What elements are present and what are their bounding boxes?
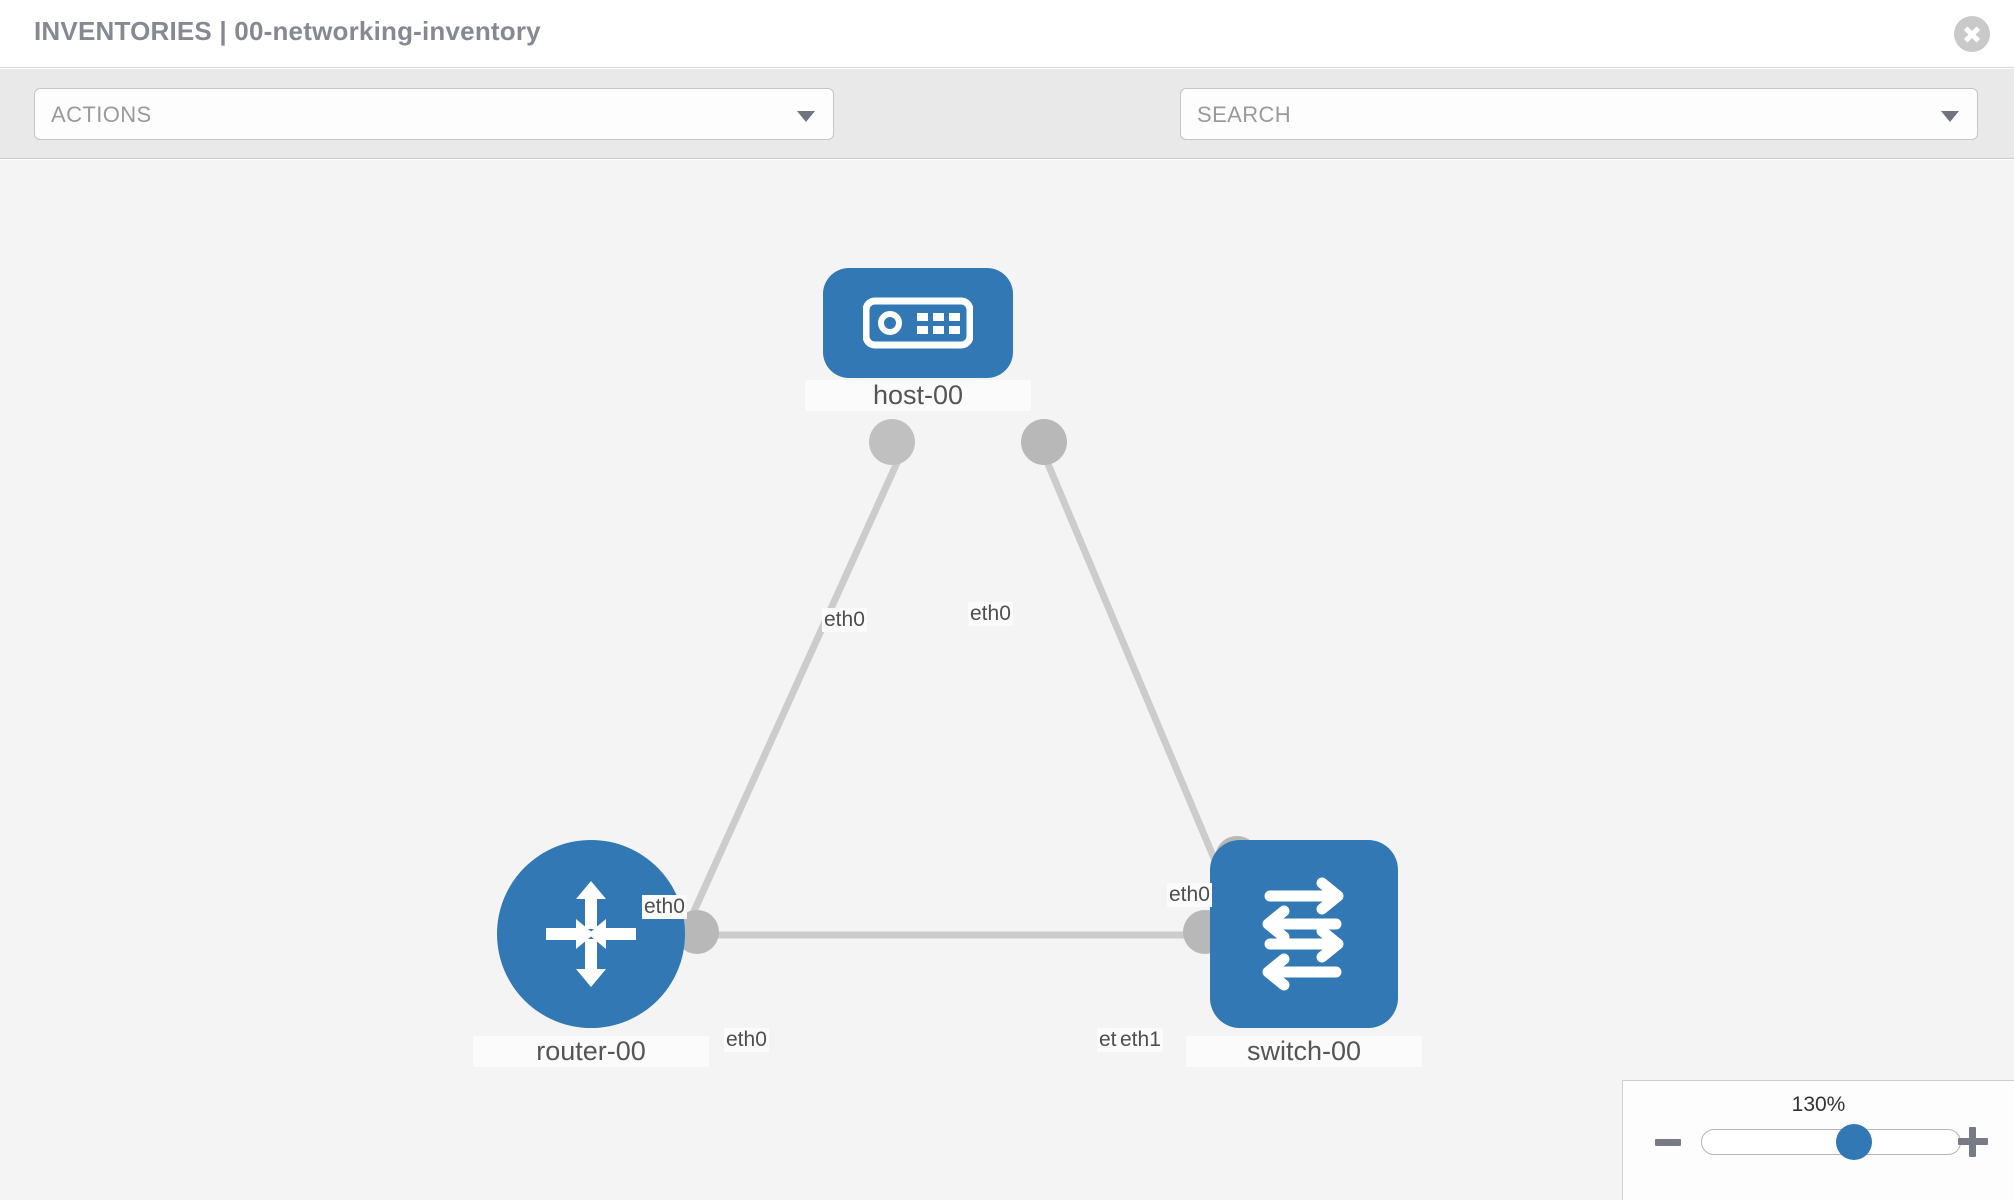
zoom-out-button[interactable]: [1655, 1139, 1681, 1146]
edge-label-switch-router-eth1: eth1: [1118, 1028, 1163, 1052]
search-input[interactable]: SEARCH: [1180, 88, 1978, 140]
actions-dropdown[interactable]: ACTIONS: [34, 88, 834, 140]
close-icon[interactable]: [1954, 16, 1990, 52]
edge-label-router-switch: eth0: [724, 1028, 769, 1052]
edge-label-host-router-src: eth0: [822, 608, 867, 632]
host-node-shape[interactable]: [823, 268, 1013, 378]
server-icon: [863, 297, 973, 349]
zoom-control-panel: 130%: [1622, 1080, 2014, 1200]
zoom-slider-track[interactable]: [1701, 1124, 1961, 1160]
node-host-00[interactable]: host-00: [805, 268, 1031, 411]
router-arrows-icon: [546, 881, 636, 987]
edge-label-switch-host: eth0: [1167, 883, 1212, 907]
edge-label-host-switch-src: eth0: [968, 602, 1013, 626]
switch-node-shape[interactable]: [1210, 840, 1398, 1028]
toolbar: ACTIONS SEARCH: [0, 69, 2014, 199]
page-title: INVENTORIES | 00-networking-inventory: [34, 16, 541, 46]
topology-canvas[interactable]: host-00: [0, 160, 2014, 1200]
search-placeholder: SEARCH: [1197, 102, 1292, 127]
page-header: INVENTORIES | 00-networking-inventory: [0, 0, 2014, 68]
node-router-00[interactable]: router-00: [473, 840, 709, 1067]
actions-dropdown-label: ACTIONS: [51, 102, 152, 127]
node-switch-00[interactable]: switch-00: [1186, 840, 1422, 1067]
zoom-in-button[interactable]: [1958, 1127, 1988, 1157]
node-label-host-00: host-00: [805, 380, 1031, 411]
edge-label-router-host: eth0: [642, 895, 687, 919]
topology-edges: [675, 419, 1259, 954]
node-label-switch-00: switch-00: [1186, 1036, 1422, 1067]
zoom-slider-handle[interactable]: [1836, 1124, 1872, 1160]
router-node-shape[interactable]: [497, 840, 685, 1028]
chevron-down-icon: [797, 111, 815, 122]
chevron-down-icon: [1941, 111, 1959, 122]
node-label-router-00: router-00: [473, 1036, 709, 1067]
switch-arrows-icon: [1262, 877, 1344, 991]
zoom-level-value: 130%: [1791, 1093, 1846, 1116]
